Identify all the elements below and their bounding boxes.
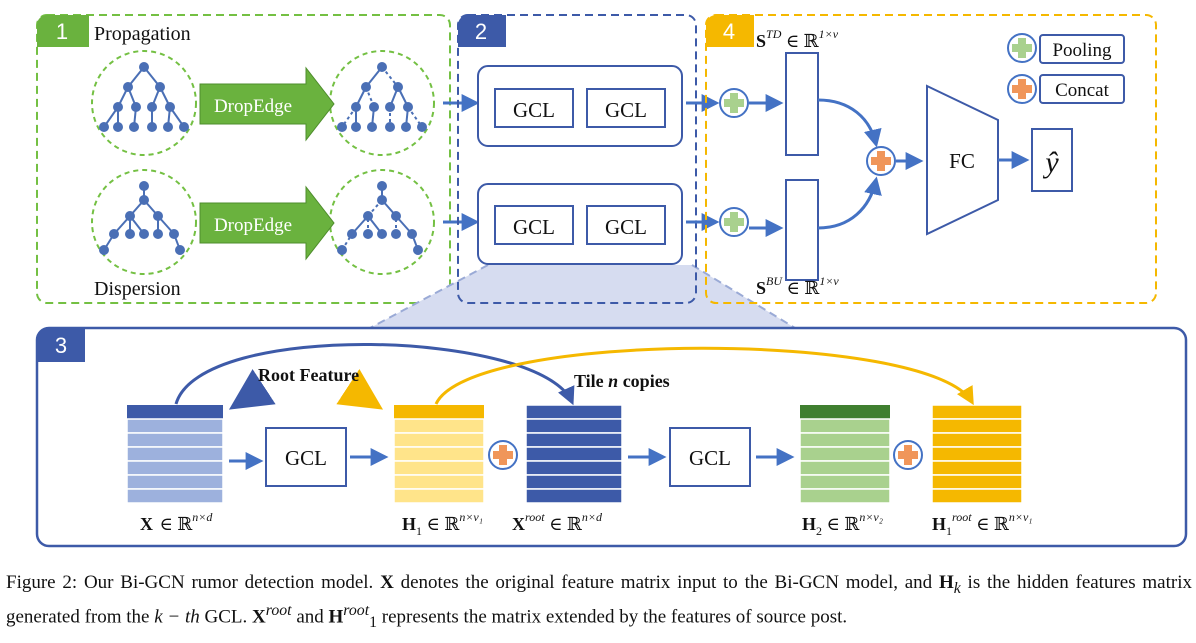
root-feature-pointer-yellow: [336, 369, 384, 410]
matrix-h1-root: [931, 404, 1023, 504]
caption-text-1: Figure 2: Our Bi-GCN rumor detection mod…: [6, 572, 381, 593]
panel-4-border: [705, 14, 1157, 304]
panel-4-badge: [706, 15, 754, 47]
panel-2-number: 2: [475, 19, 487, 44]
propagation-tree-circle: [91, 50, 197, 156]
dispersion-tree-icon: [98, 180, 186, 256]
caption-root-sup-2: root: [343, 601, 370, 619]
caption-one-sub: 1: [369, 613, 378, 631]
panel-2-border: [457, 14, 697, 304]
root-feature-pointer-blue: [228, 369, 276, 410]
panel-1-border: [36, 14, 451, 304]
matrix-x-root-label: Xroot ∈ ℝn×d: [512, 510, 603, 534]
caption-x: X: [380, 572, 394, 593]
curve-bu-to-concat: [817, 176, 882, 230]
caption-text-3: is the hidden features matrix generated …: [6, 572, 1192, 628]
concat-plus-icon-2: [893, 440, 923, 470]
s-td-label: STD ∈ ℝ1×v: [756, 27, 839, 51]
caption-root-sup-1: root: [265, 601, 292, 619]
dropedge-label-bottom: DropEdge: [214, 215, 292, 236]
matrix-h1: [393, 405, 485, 504]
panel-3: 3 X ∈ ℝn×d GCL H1 ∈ ℝn×: [35, 326, 1188, 548]
legend-concat-box: [1039, 74, 1125, 104]
bi-gcn-diagram: 1 Propagation Dispersion DropEdge DropEd…: [35, 14, 1188, 548]
panel-1-badge: [37, 15, 89, 47]
legend-pooling-icon: [1007, 33, 1037, 63]
gcl-2-label: GCL: [689, 446, 731, 470]
gcl-bottom-2: [586, 205, 666, 245]
legend-pooling-box: [1039, 34, 1125, 64]
gcl-bottom-2-label: GCL: [605, 215, 647, 239]
dispersion-tree-circle: [91, 169, 197, 275]
y-hat-label: ŷ: [1042, 146, 1059, 179]
s-td-vector: [785, 52, 819, 156]
caption-h: H: [938, 572, 954, 593]
matrix-h1-root-label: H1root ∈ ℝn×v₁: [932, 510, 1032, 538]
figure-caption: Figure 2: Our Bi-GCN rumor detection mod…: [6, 572, 1192, 634]
matrix-x-label: X ∈ ℝn×d: [140, 510, 213, 534]
gcl-box-2: [669, 427, 751, 487]
gcl-top-2-label: GCL: [605, 98, 647, 122]
legend-pooling-label: Pooling: [1052, 40, 1112, 61]
s-bu-vector: [785, 179, 819, 281]
panel-2-badge: [458, 15, 506, 47]
gcl-top-1: [494, 88, 574, 128]
dropedge-label-top: DropEdge: [214, 96, 292, 117]
s-bu-label: SBU ∈ ℝ1×v: [756, 274, 839, 298]
caption-x-root: X: [252, 606, 266, 628]
legend-concat-icon: [1007, 74, 1037, 104]
concat-plus-icon: [866, 146, 896, 176]
pooling-plus-icon-top: [719, 88, 749, 118]
caption-text-2: denotes the original feature matrix inpu…: [393, 572, 939, 593]
panel-3-number: 3: [55, 333, 67, 358]
panel-1: 1 Propagation Dispersion DropEdge DropEd…: [36, 14, 451, 304]
dropedge-arrow-bottom: [199, 185, 335, 261]
gcl-1-label: GCL: [285, 446, 327, 470]
propagation-tree-icon: [98, 61, 190, 133]
panel-1-number: 1: [56, 19, 68, 44]
root-feature-label: Root Feature: [258, 365, 359, 385]
dispersion-label: Dispersion: [94, 278, 181, 300]
matrix-h2: [799, 405, 891, 504]
matrix-h1-label: H1 ∈ ℝn×v₁: [402, 510, 483, 538]
gcl-top-1-label: GCL: [513, 98, 555, 122]
caption-h1-root: H: [328, 606, 344, 628]
panel-4: 4 STD ∈ ℝ1×v SBU ∈ ℝ1×v FC ŷ Pooling Con…: [705, 14, 1157, 304]
tile-curve-x: [174, 342, 575, 406]
tile-copies-label: Tile n copies: [574, 371, 670, 391]
propagation-dropedge-tree-icon: [336, 61, 428, 133]
curve-td-to-concat: [817, 98, 882, 148]
gcl-box-1: [265, 427, 347, 487]
dispersion-dropedge-tree-icon: [336, 180, 424, 256]
concat-plus-icon-1: [488, 440, 518, 470]
legend-concat-label: Concat: [1055, 80, 1110, 101]
dropedge-arrow-top: [199, 66, 335, 142]
gcl-bottom-1: [494, 205, 574, 245]
matrix-x: [126, 405, 224, 504]
panel-4-number: 4: [723, 19, 735, 44]
caption-text-5: and: [291, 606, 329, 628]
caption-h-sub: k: [953, 579, 961, 597]
caption-text-6: represents the matrix extended by the fe…: [377, 606, 848, 628]
caption-text-4: GCL.: [199, 606, 253, 628]
panel-3-badge: [37, 328, 85, 362]
propagation-label: Propagation: [94, 23, 191, 45]
fc-layer: [926, 84, 999, 236]
gcl-top-2: [586, 88, 666, 128]
pooling-plus-icon-bottom: [719, 207, 749, 237]
caption-kth: k − th: [154, 606, 200, 628]
zoom-trapezoid: [370, 265, 795, 328]
matrix-x-root: [525, 404, 623, 504]
matrix-h2-label: H2 ∈ ℝn×v₂: [802, 510, 883, 538]
panel-2: 2 GCL GCL GCL GCL: [369, 14, 796, 329]
tile-curve-h1: [434, 346, 974, 406]
y-hat-box: [1031, 128, 1073, 192]
gcl-bottom-1-label: GCL: [513, 215, 555, 239]
fc-label: FC: [949, 149, 975, 173]
